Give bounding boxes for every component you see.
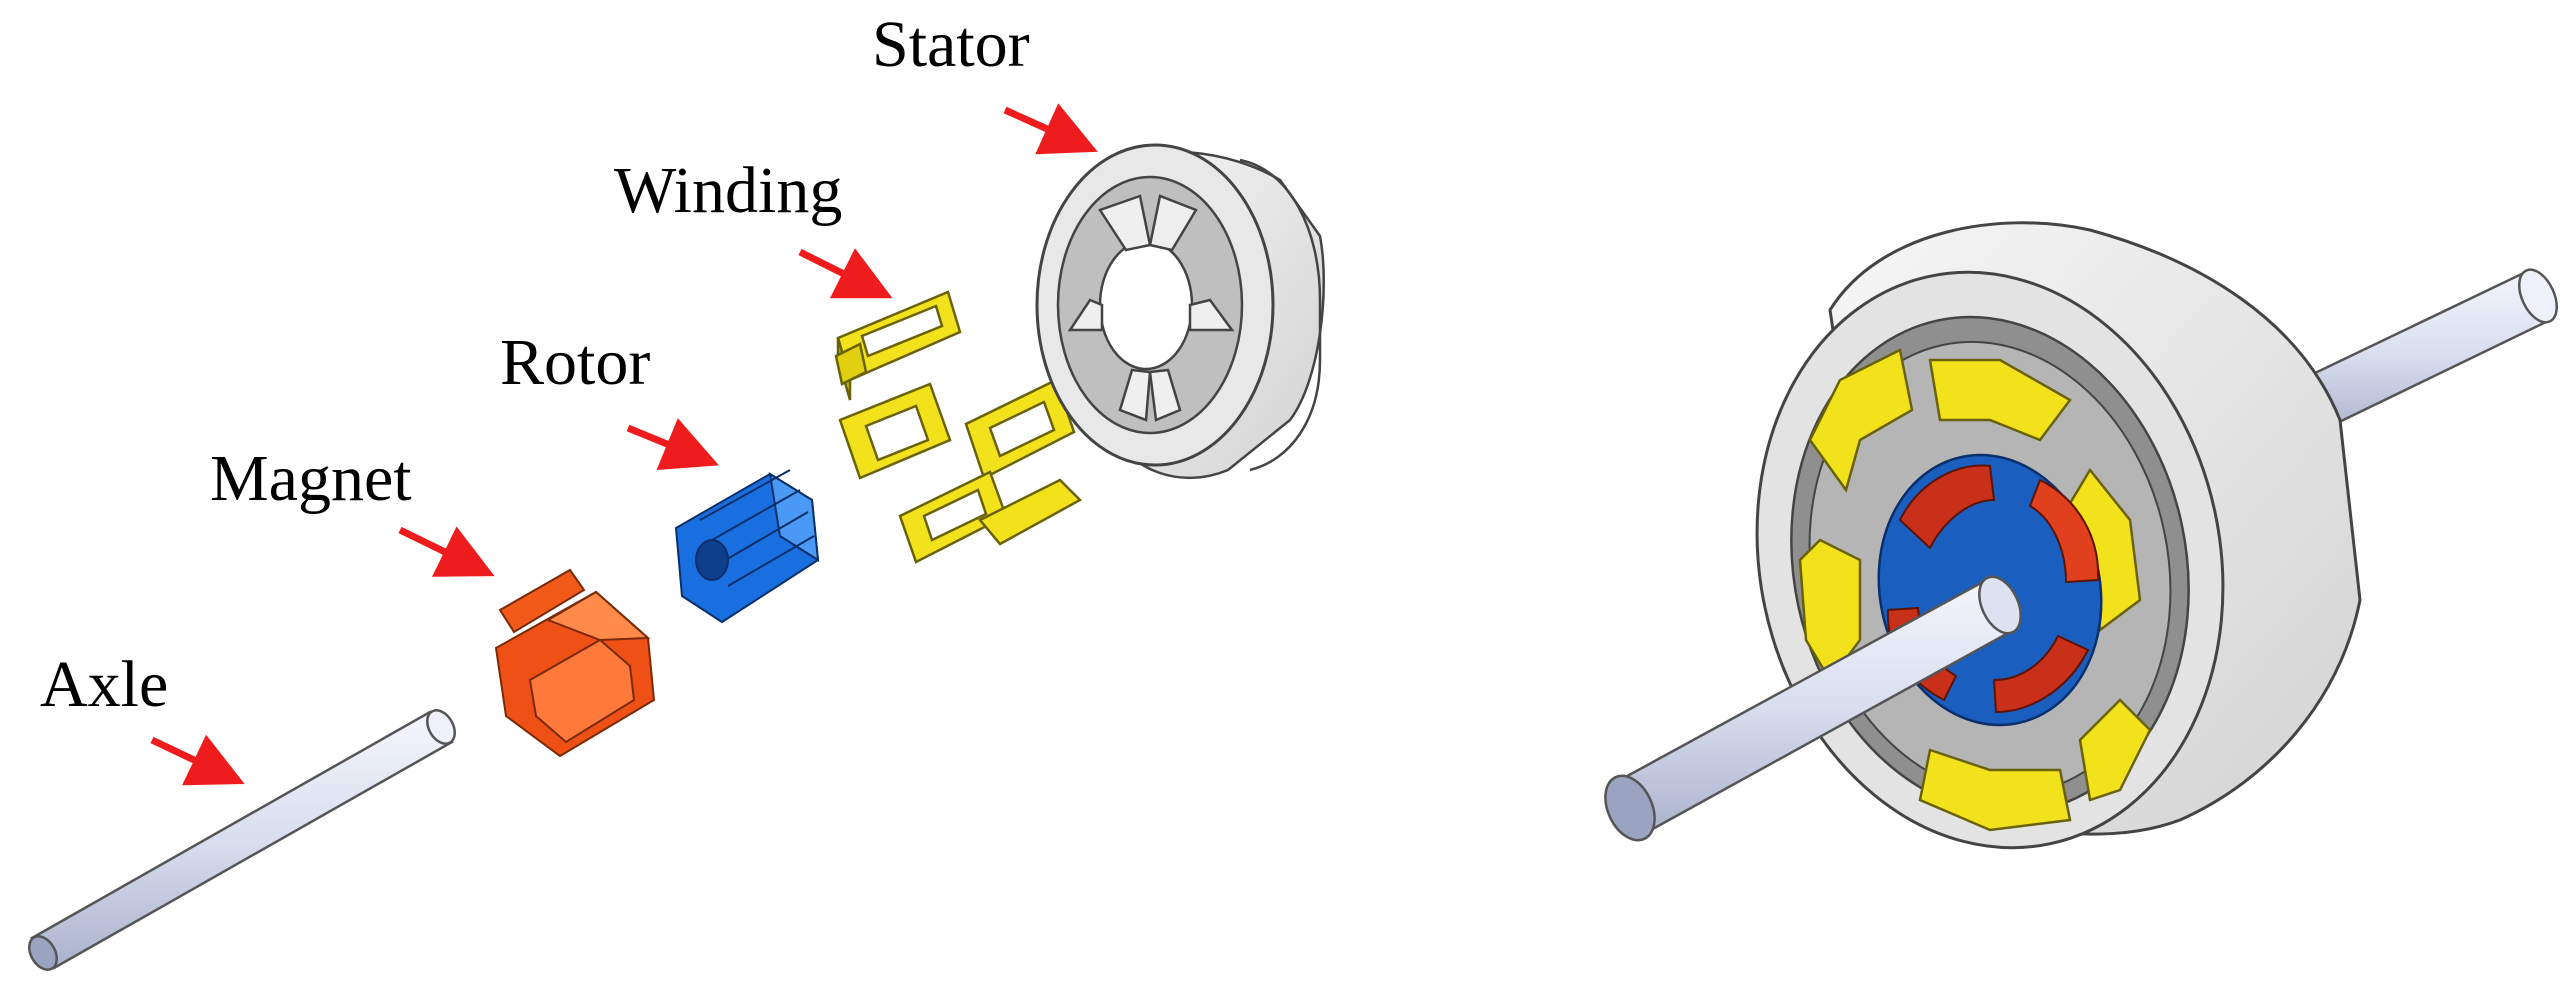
stator-part [1035, 143, 1325, 479]
label-winding: Winding [614, 154, 843, 227]
arrow-magnet [398, 526, 495, 577]
arrow-stator [1003, 103, 1098, 155]
label-rotor: Rotor [500, 326, 651, 399]
magnet-part [494, 568, 656, 758]
winding-part [834, 290, 1083, 564]
label-axle: Axle [40, 648, 169, 721]
assembled-axle-front [1604, 575, 2022, 842]
arrow-rotor [626, 418, 719, 470]
axle-part [28, 709, 456, 971]
assembled-winding [1798, 348, 2152, 832]
label-magnet: Magnet [210, 442, 412, 515]
arrow-winding [798, 248, 893, 299]
rotor-part [674, 469, 820, 624]
arrow-axle [150, 734, 245, 786]
label-stator: Stator [872, 8, 1030, 81]
